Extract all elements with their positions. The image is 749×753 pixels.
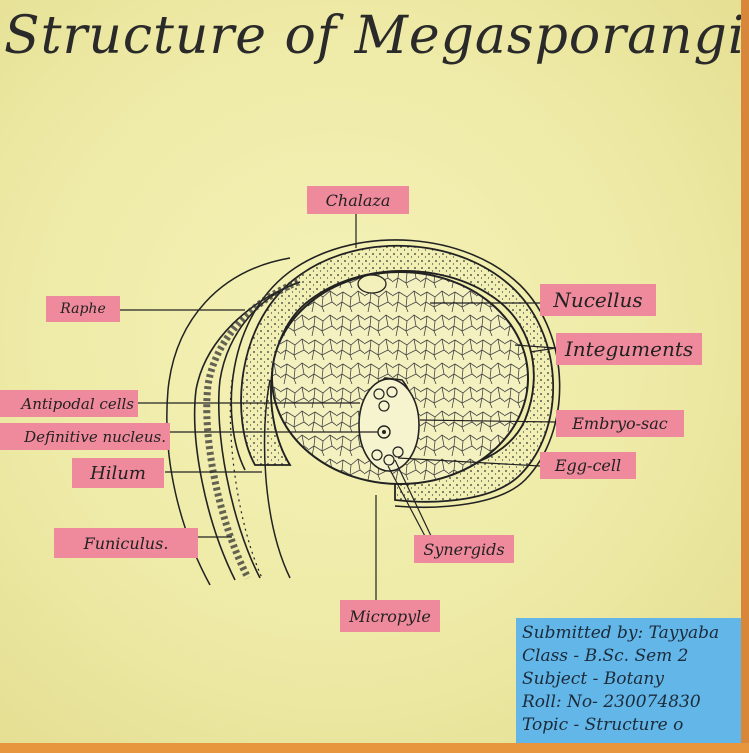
bottom-edge xyxy=(0,743,749,753)
right-edge xyxy=(741,0,749,743)
label-embryo-sac: Embryo-sac xyxy=(556,410,684,437)
roll-line: Roll: No- 230074830 xyxy=(522,691,744,714)
label-micropyle: Micropyle xyxy=(340,600,440,632)
submitted-by: Submitted by: Tayyaba xyxy=(522,622,744,645)
label-nucellus: Nucellus xyxy=(540,284,656,316)
label-synergids: Synergids xyxy=(414,535,514,563)
label-definitive-nucleus: Definitive nucleus. xyxy=(0,423,170,450)
label-hilum: Hilum xyxy=(72,458,164,488)
label-integuments: Integuments xyxy=(556,333,702,365)
topic-line: Topic - Structure o xyxy=(522,714,744,737)
class-line: Class - B.Sc. Sem 2 xyxy=(522,645,744,668)
label-funiculus: Funiculus. xyxy=(54,528,198,558)
label-antipodal-cells: Antipodal cells xyxy=(0,390,138,417)
chalazal-cap xyxy=(358,275,386,293)
label-chalaza: Chalaza xyxy=(307,186,409,214)
label-raphe: Raphe xyxy=(46,296,120,322)
submission-note: Submitted by: Tayyaba Class - B.Sc. Sem … xyxy=(516,618,744,743)
subject-line: Subject - Botany xyxy=(522,668,744,691)
embryo-sac xyxy=(359,378,419,471)
label-egg-cell: Egg-cell xyxy=(540,452,636,479)
